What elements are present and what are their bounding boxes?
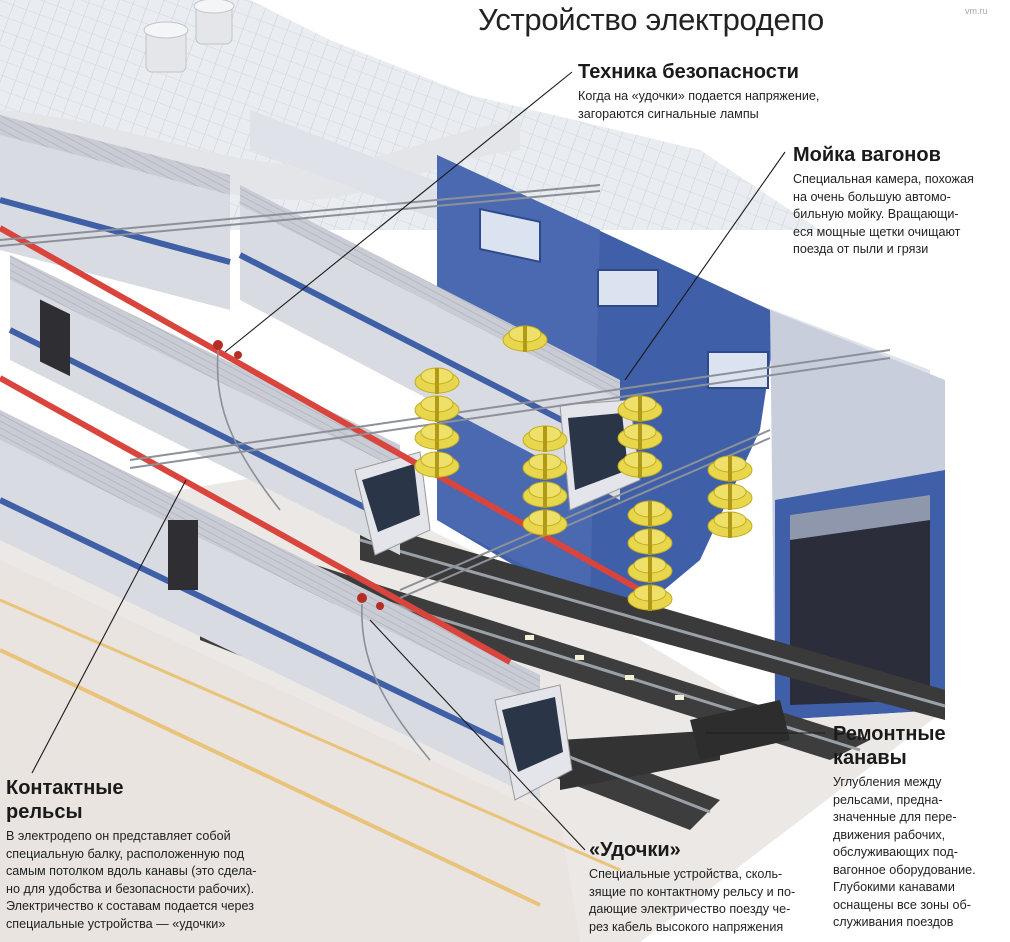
safety-text: Когда на «удочки» подается напряжение, з… (578, 89, 820, 121)
wash-text: Специальная камера, похожая на очень бол… (793, 172, 974, 256)
pits-text: Углубления между рельсами, предна- значе… (833, 775, 976, 929)
page-title: Устройство электродепо (478, 2, 824, 37)
contact-rails-text: В электродепо он представляет собой спец… (6, 829, 257, 931)
safety-heading: Техника безопасности (578, 61, 799, 83)
train-front-row (0, 410, 573, 801)
rods-heading: «Удочки» (589, 839, 681, 861)
pits-heading: Ремонтные канавы (833, 723, 946, 769)
leader-lines (31, 71, 825, 851)
roof-vent (143, 0, 235, 73)
contact-rails-heading: Контактные рельсы (6, 777, 124, 823)
ceiling-trusses (0, 184, 891, 599)
source-credit: vm.ru (965, 6, 988, 16)
train-middle-row (8, 255, 431, 556)
wash-heading: Мойка вагонов (793, 144, 941, 166)
rods-text: Специальные устройства, сколь- зящие по … (589, 867, 796, 934)
